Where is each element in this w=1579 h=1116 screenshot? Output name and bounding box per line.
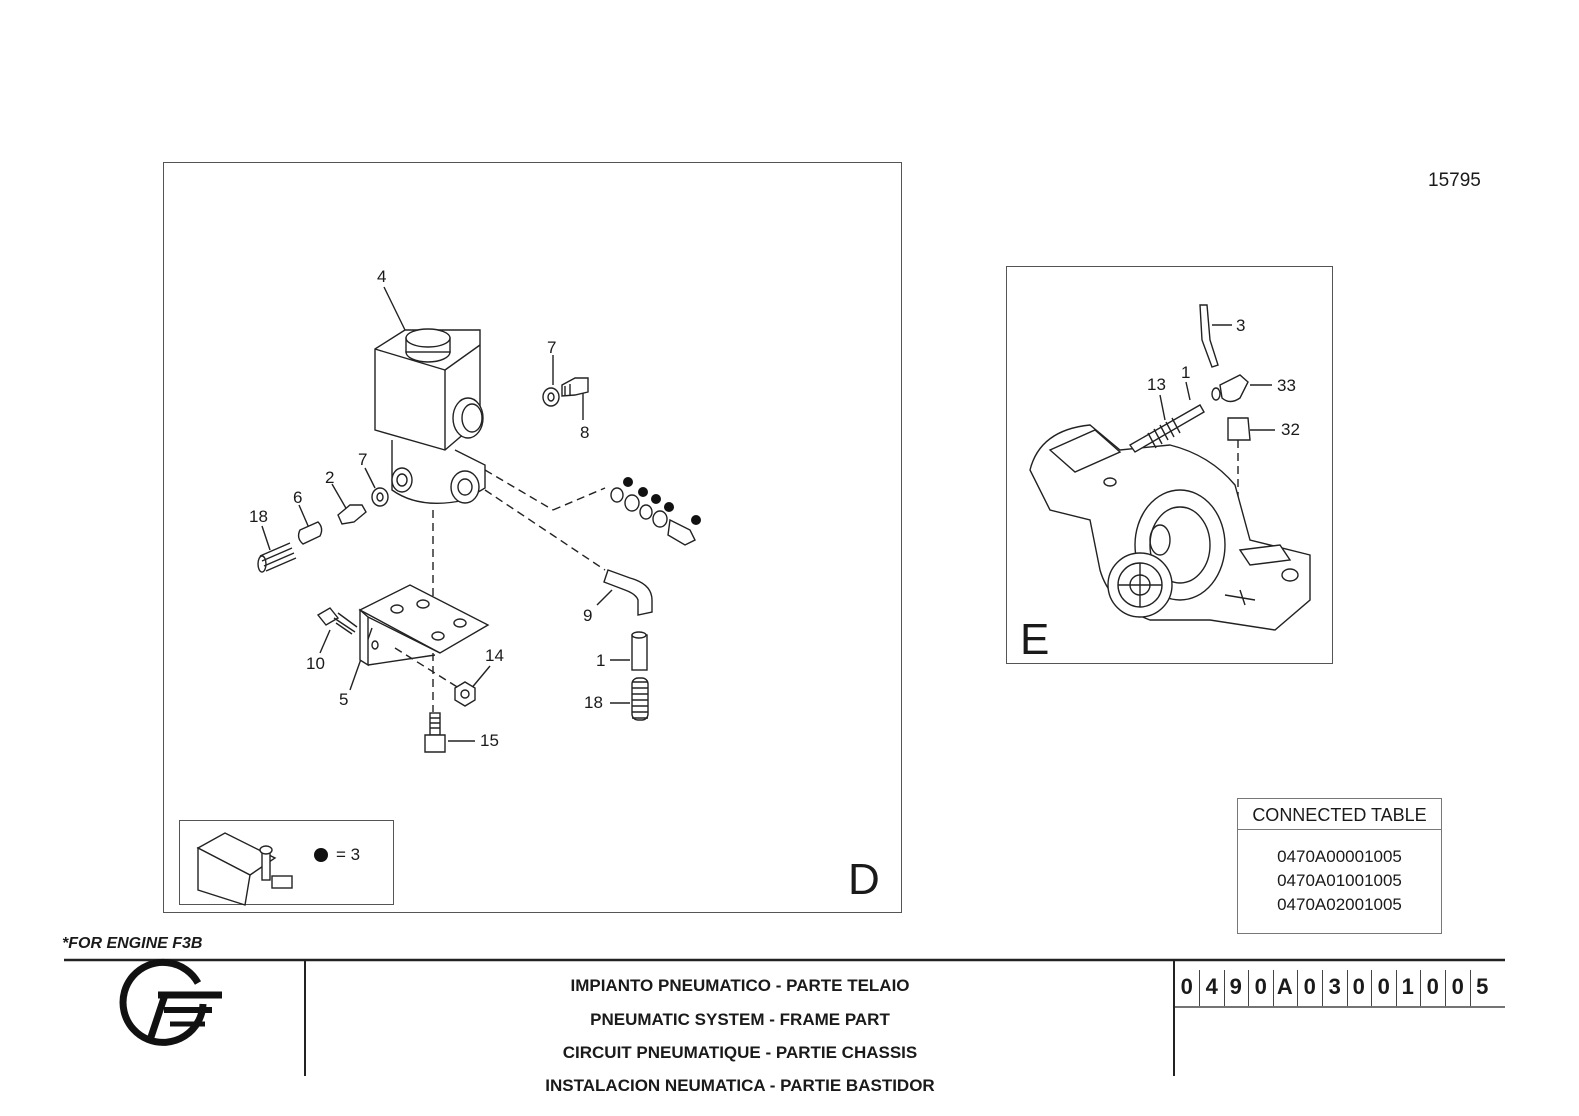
engine-note: *FOR ENGINE F3B [62,935,203,952]
connected-code[interactable]: 0470A01001005 [1277,871,1402,890]
title-spanish: INSTALACION NEUMATICA - PARTIE BASTIDOR [545,1076,935,1095]
view-e-frame [1006,266,1333,664]
drawing-number: 15795 [1428,170,1481,191]
part-code-char: 0 [1175,970,1200,1006]
legend-equals-text: = 3 [336,845,361,864]
part-code-char: 4 [1200,970,1225,1006]
legend-box [179,820,394,905]
connected-code[interactable]: 0470A00001005 [1277,847,1402,866]
connected-code[interactable]: 0470A02001005 [1277,895,1402,914]
callout-e-13: 13 [1147,375,1166,394]
part-code-char: A [1273,970,1298,1006]
callout-14: 14 [485,646,504,665]
bracket-drawing [358,584,490,667]
callout-4: 4 [377,267,387,286]
axle-drawing [1029,424,1311,631]
view-e-letter: E [1020,615,1050,664]
callout-15: 15 [480,731,499,750]
callout-2: 2 [325,468,335,487]
callout-10: 10 [306,654,325,673]
part-code-char: 9 [1224,970,1249,1006]
callout-1: 1 [596,651,606,670]
title-italian: IMPIANTO PNEUMATICO - PARTE TELAIO [570,976,910,995]
solenoid-valve-drawing [374,328,486,505]
callout-18-left: 18 [249,507,268,526]
callout-7-mid: 7 [358,450,368,469]
connected-table: CONNECTED TABLE 0470A00001005 0470A01001… [1237,798,1442,934]
connected-table-codes: 0470A00001005 0470A01001005 0470A0200100… [1238,830,1441,917]
part-code-char: 0 [1347,970,1372,1006]
part-code-char: 0 [1298,970,1323,1006]
brand-logo [119,958,222,1046]
part-code-char: 0 [1421,970,1446,1006]
callout-8: 8 [580,423,590,442]
callout-5: 5 [339,690,349,709]
part-code-char: 0 [1372,970,1397,1006]
spring-drawing [257,542,297,573]
callout-18-right: 18 [584,693,603,712]
part-code-char: 3 [1323,970,1348,1006]
callout-e-1: 1 [1181,363,1191,382]
callout-e-33: 33 [1277,376,1296,395]
callout-e-32: 32 [1281,420,1300,439]
part-code-char: 1 [1396,970,1421,1006]
title-french: CIRCUIT PNEUMATIQUE - PARTIE CHASSIS [562,1043,918,1062]
connected-table-heading: CONNECTED TABLE [1238,799,1441,830]
title-english: PNEUMATIC SYSTEM - FRAME PART [590,1010,890,1029]
view-d-letter: D [848,855,880,904]
view-d-frame [163,162,902,913]
callout-9: 9 [583,606,593,625]
callout-e-3: 3 [1236,316,1246,335]
callout-6: 6 [293,488,303,507]
part-code-char: 5 [1476,974,1489,999]
part-code-char: 0 [1446,970,1471,1006]
callout-7-top: 7 [547,338,557,357]
part-code-char: 0 [1249,970,1274,1006]
